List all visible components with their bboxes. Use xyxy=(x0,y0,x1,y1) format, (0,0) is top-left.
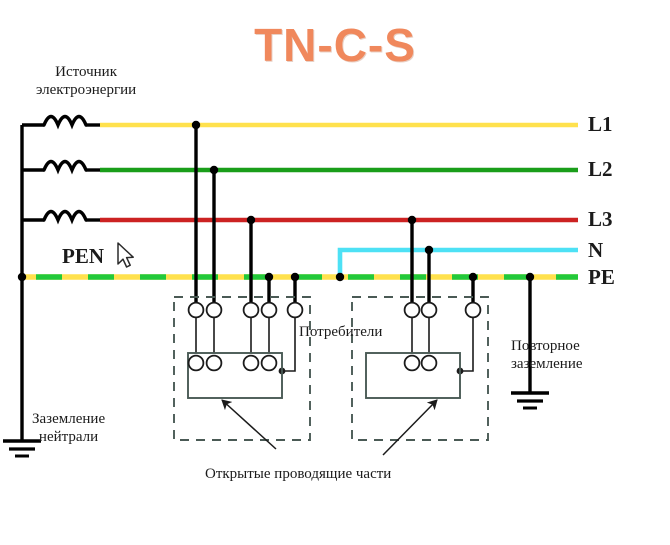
rail-label-n: N xyxy=(588,238,604,262)
terminal-c2-inner-1[interactable] xyxy=(403,354,421,372)
terminal-c1-top-4[interactable] xyxy=(260,301,278,319)
terminal-c1-top-3[interactable] xyxy=(242,301,260,319)
rail-label-l3: L3 xyxy=(588,207,613,231)
pen-label: PEN xyxy=(62,244,104,268)
terminal-c1-top-5[interactable] xyxy=(286,301,304,319)
neutral-earth-group xyxy=(3,272,41,458)
repeated-earth-junction-dot xyxy=(525,272,535,282)
consumer-1-group[interactable] xyxy=(173,120,311,450)
tap-dot-c1-pen-pe xyxy=(290,272,300,282)
power-source-label: Источник электроэнергии xyxy=(36,64,136,99)
transformer-winding-l1 xyxy=(22,114,100,130)
repeated-ground-label: Повторное заземление xyxy=(511,338,583,373)
pen-split-junction-dot xyxy=(335,272,345,282)
terminal-c1-inner-1[interactable] xyxy=(187,354,205,372)
neutral-ground-label: Заземление нейтрали xyxy=(32,411,105,446)
pe-bond-wire-c1 xyxy=(282,318,296,372)
rail-label-l1: L1 xyxy=(588,112,613,136)
tap-dot-c1-l1 xyxy=(191,120,201,130)
rail-n xyxy=(337,247,578,277)
exposed-parts-label: Открытые проводящие части xyxy=(205,466,392,482)
repeated-ground-label-line1: Повторное xyxy=(511,338,580,354)
tap-dot-c1-l2 xyxy=(209,165,219,175)
tap-dot-c2-pe xyxy=(468,272,478,282)
power-source-label-line2: электроэнергии xyxy=(36,81,137,98)
power-source-label-line1: Источник xyxy=(55,64,117,80)
rail-label-l2: L2 xyxy=(588,157,613,181)
page-title: TN-C-S xyxy=(254,19,416,71)
terminal-c1-inner-3[interactable] xyxy=(242,354,260,372)
appliance-body-c2[interactable] xyxy=(365,352,461,399)
tap-dot-c1-pen-n xyxy=(264,272,274,282)
terminal-c1-top-2[interactable] xyxy=(205,301,223,319)
neutral-ground-label-line2: нейтрали xyxy=(38,428,99,445)
terminal-c2-top-2[interactable] xyxy=(420,301,438,319)
leader-arrow-c1 xyxy=(221,399,277,450)
consumers-label: Потребители xyxy=(299,324,383,340)
exposed-conductive-part-c1 xyxy=(173,296,311,441)
tap-dot-c2-l3 xyxy=(407,215,417,225)
leader-arrow-c2 xyxy=(382,399,438,456)
tap-dot-c2-n xyxy=(424,245,434,255)
tap-dot-c1-l3 xyxy=(246,215,256,225)
neutral-ground-label-line1: Заземление xyxy=(32,411,106,427)
rail-label-pe: PE xyxy=(588,265,615,289)
consumer-2-group[interactable] xyxy=(351,215,489,456)
terminal-c2-inner-2[interactable] xyxy=(420,354,438,372)
exposed-conductive-part-c2 xyxy=(351,296,489,441)
transformer-winding-l3 xyxy=(22,209,100,225)
terminal-c1-inner-2[interactable] xyxy=(205,354,223,372)
appliance-body-c1[interactable] xyxy=(187,352,283,399)
power-source-group xyxy=(20,114,100,425)
repeated-earth-group xyxy=(511,272,549,410)
neutral-earth-junction-dot xyxy=(17,272,27,282)
terminal-c2-top-1[interactable] xyxy=(403,301,421,319)
mouse-cursor xyxy=(117,242,134,268)
transformer-winding-l2 xyxy=(22,159,100,175)
repeated-ground-label-line2: заземление xyxy=(511,355,583,372)
pe-bond-wire-c2 xyxy=(460,318,474,372)
terminal-c1-inner-4[interactable] xyxy=(260,354,278,372)
terminal-c1-top-1[interactable] xyxy=(187,301,205,319)
terminal-c2-top-3[interactable] xyxy=(464,301,482,319)
